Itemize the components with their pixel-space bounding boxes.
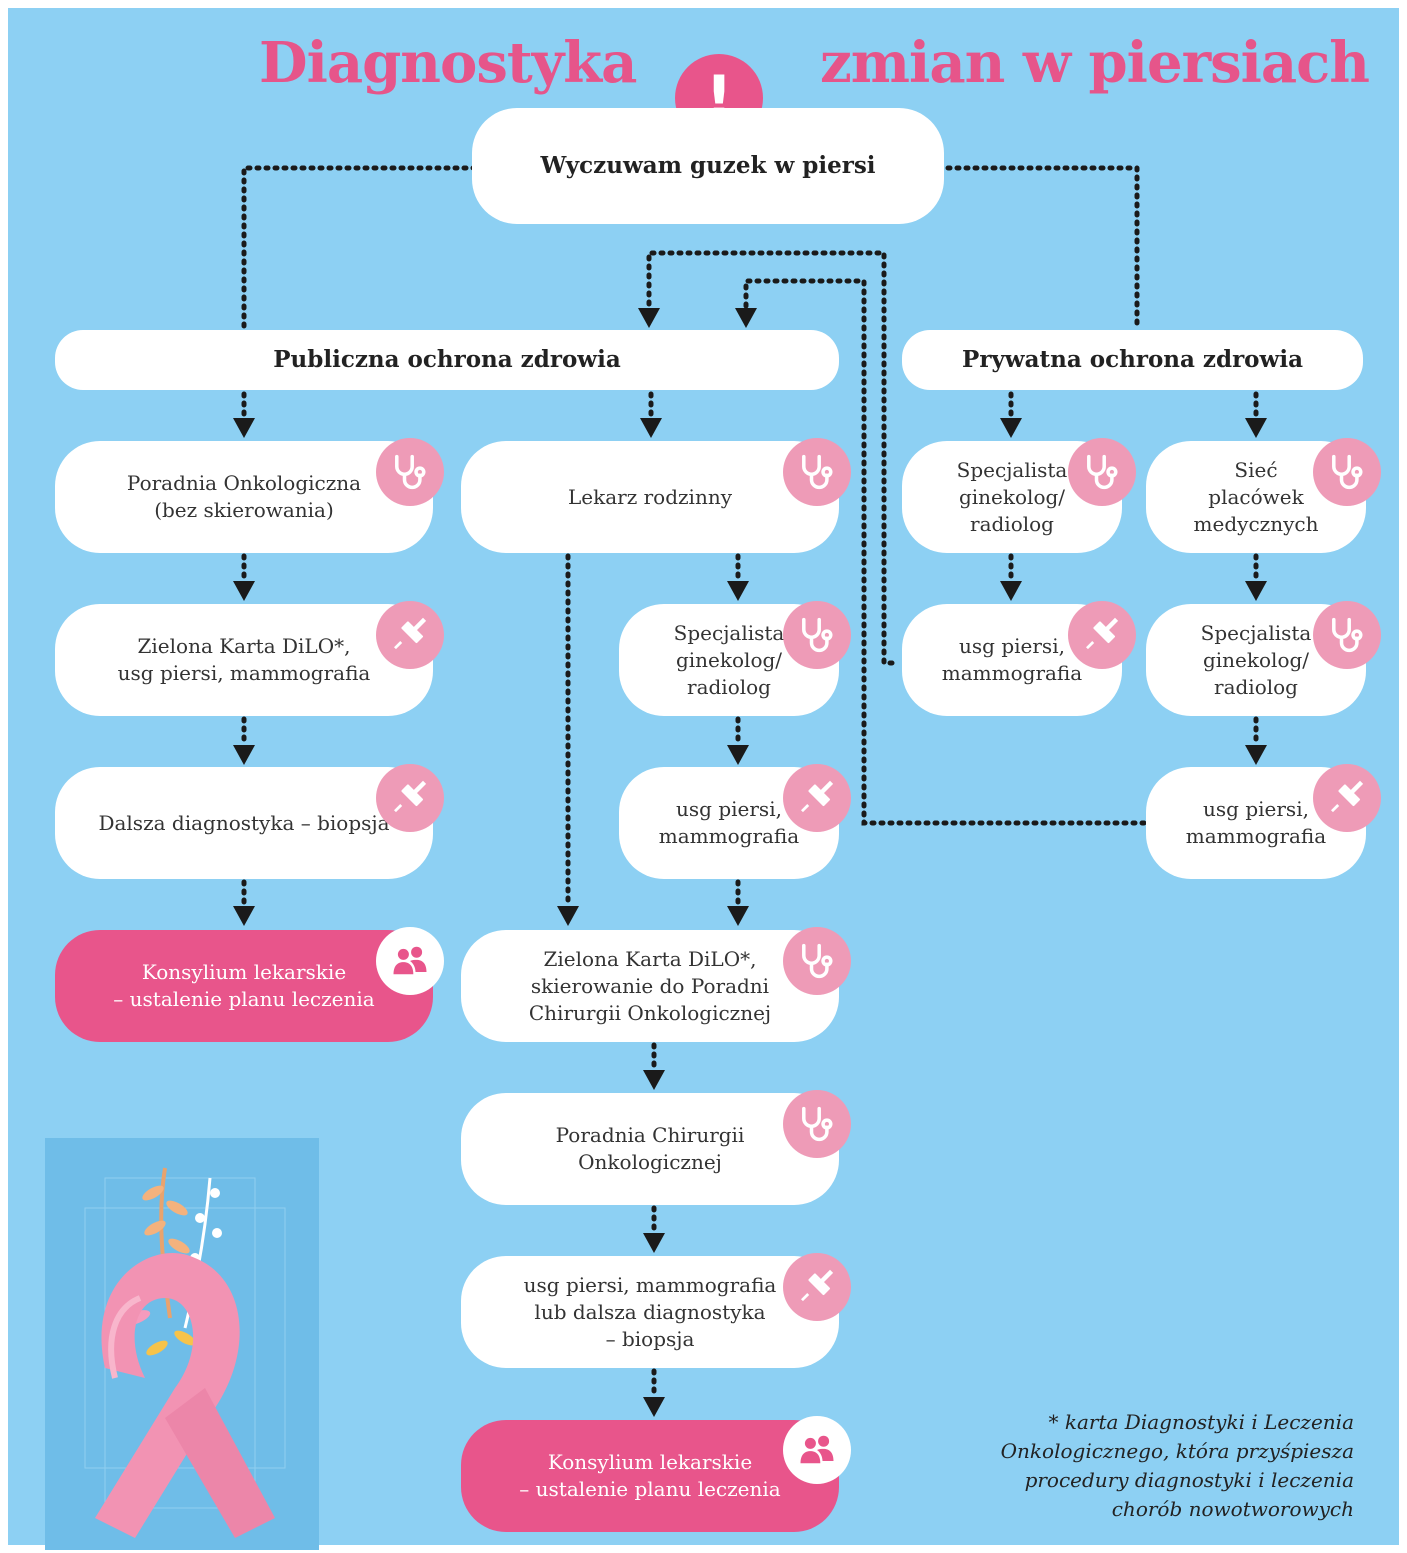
stethoscope-icon (783, 1090, 851, 1158)
arrowhead (233, 745, 255, 765)
stethoscope-icon (783, 927, 851, 995)
oncology-clinic-box: Poradnia Onkologiczna (bez skierowania) (55, 441, 433, 553)
stethoscope-icon (783, 438, 851, 506)
people-icon (783, 1416, 851, 1484)
consilium-box-middle: Konsylium lekarskie – ustalenie planu le… (461, 1420, 839, 1532)
syringe-icon (1068, 601, 1136, 669)
usg-biopsy-box: usg piersi, mammografia lub dalsza diagn… (461, 1256, 839, 1368)
surgery-clinic-box: Poradnia Chirurgii Onkologicznej (461, 1093, 839, 1205)
family-doctor-box: Lekarz rodzinny (461, 441, 839, 553)
start-label: Wyczuwam guzek w piersi (540, 152, 876, 180)
stethoscope-icon (1313, 601, 1381, 669)
medical-network-label: Sieć placówek medycznych (1193, 457, 1319, 536)
arrowhead (643, 1397, 665, 1417)
arrowhead (233, 906, 255, 926)
arrowhead (233, 418, 255, 438)
arrowhead (1245, 745, 1267, 765)
title-left: Diagnostyka (259, 30, 637, 96)
usg-biopsy-label: usg piersi, mammografia lub dalsza diagn… (523, 1272, 777, 1351)
private-specialist-label: Specjalista ginekolog/ radiolog (956, 457, 1068, 536)
consilium-label-middle: Konsylium lekarskie – ustalenie planu le… (519, 1450, 781, 1501)
arrowhead (1000, 418, 1022, 438)
syringe-icon (783, 764, 851, 832)
syringe-icon (376, 764, 444, 832)
arrowhead (643, 1233, 665, 1253)
public-specialist-label: Specjalista ginekolog/ radiolog (673, 620, 785, 699)
footnote-text: * karta Diagnostyki i Leczenia Onkologic… (1000, 1410, 1354, 1521)
arrowhead (727, 745, 749, 765)
arrowhead (233, 581, 255, 601)
connector-lines (233, 165, 1267, 1417)
dilo-referral-label: Zielona Karta DiLO*, skierowanie do Pora… (528, 946, 772, 1025)
title-right: zmian w piersiach (820, 30, 1370, 96)
consilium-box-left: Konsylium lekarskie – ustalenie planu le… (55, 930, 433, 1042)
network-specialist-label: Specjalista ginekolog/ radiolog (1200, 620, 1312, 699)
diagram-canvas: Diagnostyka zmian w piersiach ! (8, 8, 1399, 1550)
arrowhead (640, 418, 662, 438)
arrowhead (557, 906, 579, 926)
arrowhead (1245, 418, 1267, 438)
further-diagnostics-box: Dalsza diagnostyka – biopsja (55, 767, 433, 879)
syringe-icon (1313, 764, 1381, 832)
arrowhead (735, 308, 757, 328)
dilo-card-label: Zielona Karta DiLO*, usg piersi, mammogr… (117, 634, 371, 685)
syringe-icon (376, 601, 444, 669)
stethoscope-icon (376, 438, 444, 506)
arrowhead (1245, 581, 1267, 601)
public-healthcare-header: Publiczna ochrona zdrowia (55, 330, 839, 390)
arrowhead (727, 581, 749, 601)
family-doctor-label: Lekarz rodzinny (567, 484, 732, 509)
consilium-label-left: Konsylium lekarskie – ustalenie planu le… (113, 960, 375, 1011)
private-healthcare-header: Prywatna ochrona zdrowia (902, 330, 1363, 390)
stethoscope-icon (1313, 438, 1381, 506)
dilo-card-box: Zielona Karta DiLO*, usg piersi, mammogr… (55, 604, 433, 716)
arrowhead (638, 308, 660, 328)
syringe-icon (783, 1253, 851, 1321)
dilo-referral-box: Zielona Karta DiLO*, skierowanie do Pora… (461, 930, 839, 1042)
stethoscope-icon (1068, 438, 1136, 506)
arrowhead (643, 1070, 665, 1090)
surgery-clinic-label: Poradnia Chirurgii Onkologicznej (555, 1123, 745, 1174)
stethoscope-icon (783, 601, 851, 669)
private-header-label: Prywatna ochrona zdrowia (962, 346, 1303, 374)
arrowhead (727, 906, 749, 926)
private-usg-label: usg piersi, mammografia (941, 634, 1083, 685)
pink-ribbon-illustration (45, 1138, 319, 1550)
network-usg-label: usg piersi, mammografia (1185, 797, 1327, 848)
further-diagnostics-label: Dalsza diagnostyka – biopsja (98, 810, 390, 835)
people-icon (376, 927, 444, 995)
public-usg-label: usg piersi, mammografia (658, 797, 800, 848)
public-header-label: Publiczna ochrona zdrowia (273, 346, 621, 374)
start-box: Wyczuwam guzek w piersi (472, 108, 944, 224)
footnote: * karta Diagnostyki i Leczenia Onkologic… (934, 1408, 1354, 1524)
oncology-clinic-label: Poradnia Onkologiczna (bez skierowania) (126, 471, 362, 522)
arrowhead (1000, 581, 1022, 601)
